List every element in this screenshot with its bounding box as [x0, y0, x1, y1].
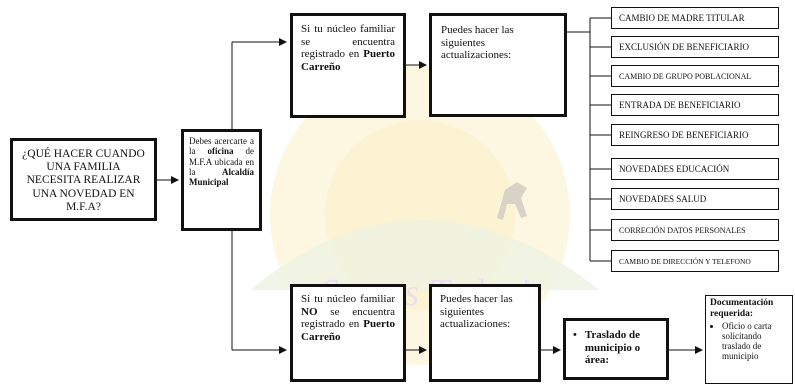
update-item-7: CORRECIÓN DATOS PERSONALES — [611, 219, 779, 241]
office-text-mid: de M.F.A ubicada en la — [189, 146, 254, 178]
registered-no-negation: NO — [301, 305, 318, 318]
update-item-3: ENTRADA DE BENEFICIARIO — [611, 94, 779, 116]
registered-no-text-2: se encuentra registrado en — [301, 305, 395, 331]
documentation-box: Documentación requerida: Oficio o carta … — [705, 295, 793, 384]
update-item-5: NOVEDADES EDUCACIÓN — [611, 158, 779, 180]
registered-yes-box: Si tu núcleo familiar se encuentra regis… — [290, 13, 406, 118]
question-text: ¿QUÉ HACER CUANDO UNA FAMILIA NECESITA R… — [22, 148, 145, 213]
office-box: Debes acercarte a la oficina de M.F.A ub… — [181, 129, 262, 231]
updates-yes-box: Puedes hacer las siguientes actualizacio… — [429, 13, 567, 117]
update-item-8: CAMBIO DE DIRECCIÓN Y TELEFONO — [611, 250, 779, 272]
documentation-list: Oficio o carta solicitando traslado de m… — [710, 321, 788, 362]
registered-yes-place: Puerto Carreño — [301, 48, 395, 73]
office-text-bold-office: oficina — [207, 146, 234, 157]
update-item-2: CAMBIO DE GRUPO POBLACIONAL — [611, 65, 779, 87]
updates-no-text: Puedes hacer las siguientes actualizacio… — [440, 293, 513, 331]
office-text-bold-alcaldia: Alcaldía Municipal — [189, 167, 254, 188]
registered-no-box: Si tu núcleo familiar NO se encuentra re… — [290, 284, 406, 382]
updates-yes-text: Puedes hacer las siguientes actualizacio… — [441, 24, 514, 62]
update-item-4: REINGRESO DE BENEFICIARIO — [611, 124, 779, 146]
registered-no-place: Puerto Carreño — [301, 318, 395, 343]
office-text-pre: Debes acercarte a la — [189, 136, 254, 157]
update-item-1: EXCLUSIÓN DE BENEFICIARIO — [611, 36, 779, 58]
documentation-item: Oficio o carta solicitando traslado de m… — [722, 321, 788, 362]
updates-no-box: Puedes hacer las siguientes actualizacio… — [429, 284, 541, 382]
registered-yes-text: Si tu núcleo familiar se encuentra regis… — [301, 23, 395, 61]
documentation-title: Documentación requerida: — [710, 298, 774, 319]
transfer-bullet: • — [573, 329, 577, 341]
update-item-6: NOVEDADES SALUD — [611, 188, 779, 210]
transfer-text: Traslado de municipio o área: — [584, 329, 641, 367]
registered-no-text-1: Si tu núcleo familiar — [301, 293, 395, 305]
question-box: ¿QUÉ HACER CUANDO UNA FAMILIA NECESITA R… — [10, 138, 157, 221]
transfer-box: • Traslado de municipio o área: — [563, 318, 669, 380]
update-item-0: CAMBIO DE MADRE TITULAR — [611, 7, 779, 29]
